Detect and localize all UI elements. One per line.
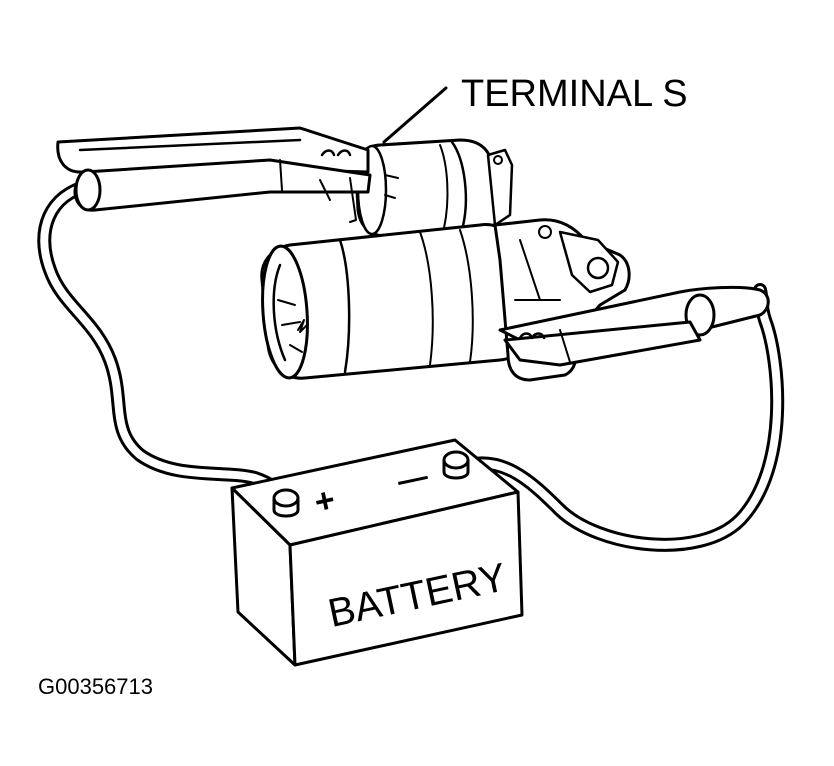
- battery-positive-terminal: [272, 488, 300, 518]
- figure-id: G00356713: [38, 674, 153, 699]
- battery: + — BATTERY: [230, 438, 524, 667]
- terminal-s-callout: TERMINAL S: [382, 73, 688, 144]
- negative-jumper-cable: [451, 283, 785, 552]
- positive-clamp: [56, 126, 372, 223]
- battery-negative-terminal: [442, 450, 470, 480]
- solenoid: [354, 138, 514, 238]
- terminal-s-label: TERMINAL S: [461, 73, 688, 115]
- negative-clamp: [498, 285, 770, 367]
- positive-jumper-cable: [37, 179, 291, 505]
- negative-sign: —: [395, 460, 431, 499]
- motor-body: [260, 223, 530, 380]
